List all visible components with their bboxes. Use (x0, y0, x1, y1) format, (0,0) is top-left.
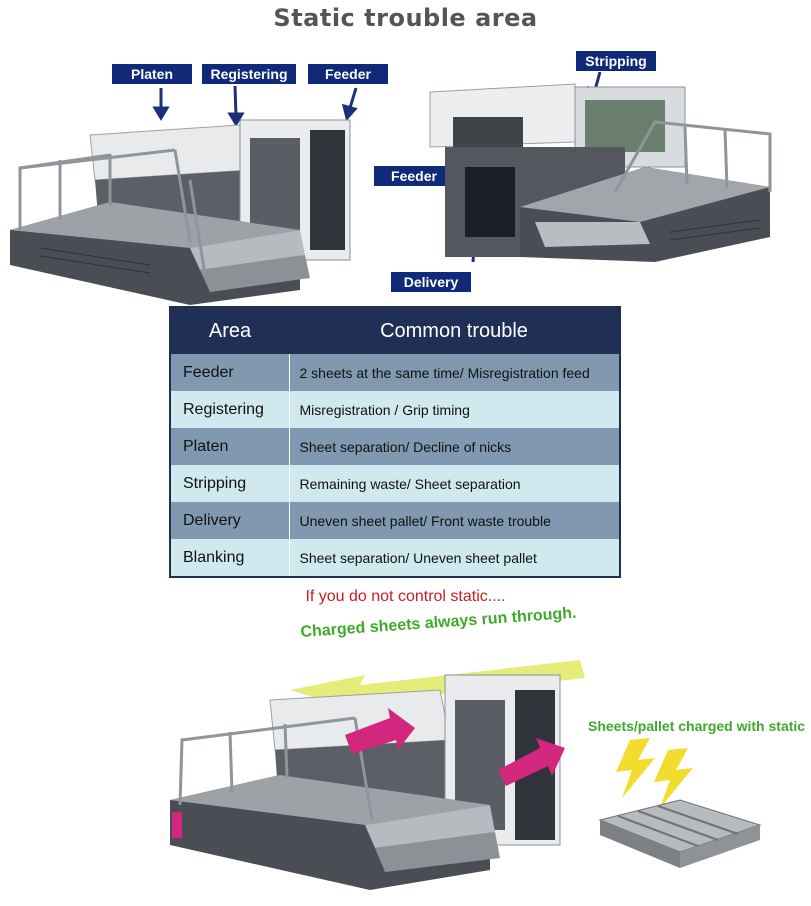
table-row: Platen Sheet separation/ Decline of nick… (170, 428, 620, 465)
header-area: Area (170, 307, 289, 354)
pallet-icon (598, 799, 762, 868)
machine-image-left (0, 80, 380, 305)
callout-registering: Registering (202, 64, 296, 84)
table-row: Registering Misregistration / Grip timin… (170, 391, 620, 428)
table-row: Stripping Remaining waste/ Sheet separat… (170, 465, 620, 502)
table-row: Blanking Sheet separation/ Uneven sheet … (170, 539, 620, 577)
cell-area: Stripping (170, 465, 289, 502)
trouble-table: Area Common trouble Feeder 2 sheets at t… (169, 306, 621, 578)
charge-arrow (498, 738, 565, 786)
cell-area: Registering (170, 391, 289, 428)
table-header-row: Area Common trouble (170, 307, 620, 354)
cell-area: Blanking (170, 539, 289, 577)
page-title: Static trouble area (273, 4, 538, 32)
cell-trouble: Sheet separation/ Decline of nicks (288, 428, 620, 465)
cell-trouble: Uneven sheet pallet/ Front waste trouble (288, 502, 620, 539)
table-row: Delivery Uneven sheet pallet/ Front wast… (170, 502, 620, 539)
warning-text: If you do not control static.... (305, 588, 506, 605)
callout-platen: Platen (112, 64, 192, 84)
cell-trouble: Remaining waste/ Sheet separation (288, 465, 620, 502)
cell-trouble: Sheet separation/ Uneven sheet pallet (288, 539, 620, 577)
machine-image-right (425, 72, 805, 272)
callout-feeder-right: Feeder (374, 166, 454, 186)
callout-feeder-left: Feeder (308, 64, 388, 84)
charge-arrow (345, 708, 415, 754)
lightning-icon (654, 748, 693, 808)
lightning-icon (616, 738, 655, 798)
table-row: Feeder 2 sheets at the same time/ Misreg… (170, 354, 620, 391)
cell-area: Platen (170, 428, 289, 465)
cell-area: Delivery (170, 502, 289, 539)
callout-stripping: Stripping (576, 51, 656, 71)
cell-area: Feeder (170, 354, 289, 391)
header-common-trouble: Common trouble (289, 307, 620, 354)
cell-trouble: 2 sheets at the same time/ Misregistrati… (288, 354, 620, 391)
pallet-static-label: Sheets/pallet charged with static (588, 718, 806, 734)
bottom-static-illustration (160, 620, 811, 900)
cell-trouble: Misregistration / Grip timing (288, 391, 620, 428)
callout-delivery: Delivery (391, 272, 471, 292)
